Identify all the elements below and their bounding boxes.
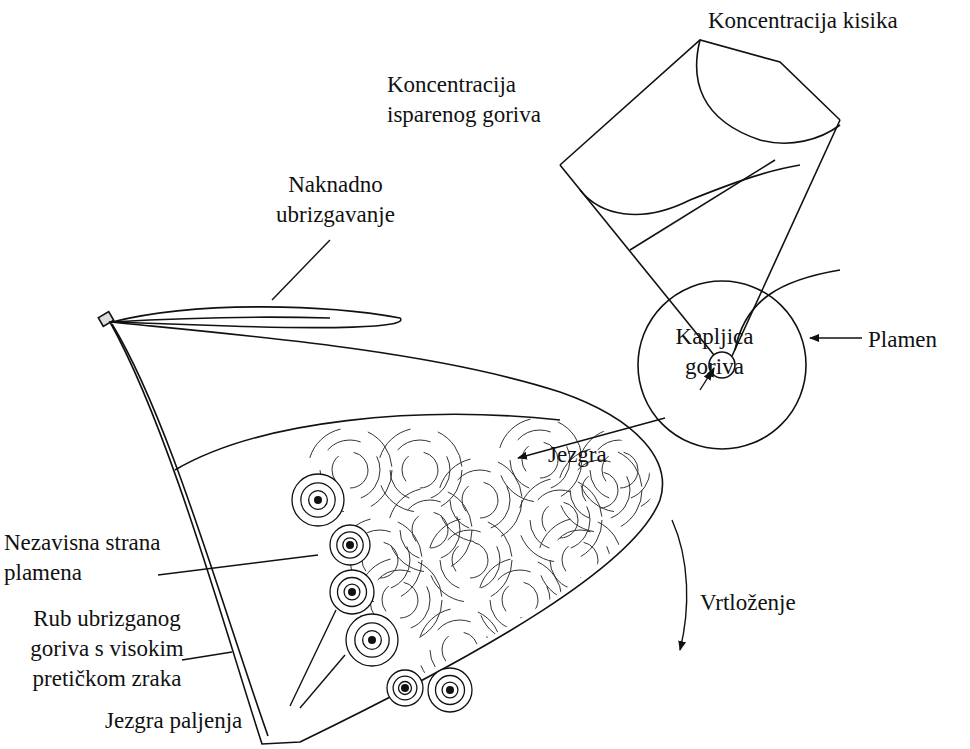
part-label: Kapljica goriva bbox=[662, 322, 767, 382]
part-label: Plamen bbox=[868, 325, 937, 355]
droplet-detail bbox=[560, 40, 840, 449]
ignition-cores bbox=[292, 474, 472, 712]
part-label: Rub ubrizganog goriva s visokim pretičko… bbox=[22, 604, 192, 694]
part-label: Jezgra bbox=[548, 440, 607, 470]
part-label: Naknadno ubrizgavanje bbox=[258, 170, 413, 230]
leader-lines bbox=[158, 240, 862, 708]
part-label: Nezavisna strana plamena bbox=[4, 528, 174, 588]
combustion-texture bbox=[308, 418, 662, 692]
axis-label: Koncentracija isparenog goriva bbox=[387, 70, 562, 130]
part-label: Jezgra paljenja bbox=[105, 706, 242, 736]
axis-label: Koncentracija kisika bbox=[708, 6, 898, 36]
part-label: Vrtloženje bbox=[700, 588, 796, 618]
spray-lines bbox=[98, 307, 662, 744]
